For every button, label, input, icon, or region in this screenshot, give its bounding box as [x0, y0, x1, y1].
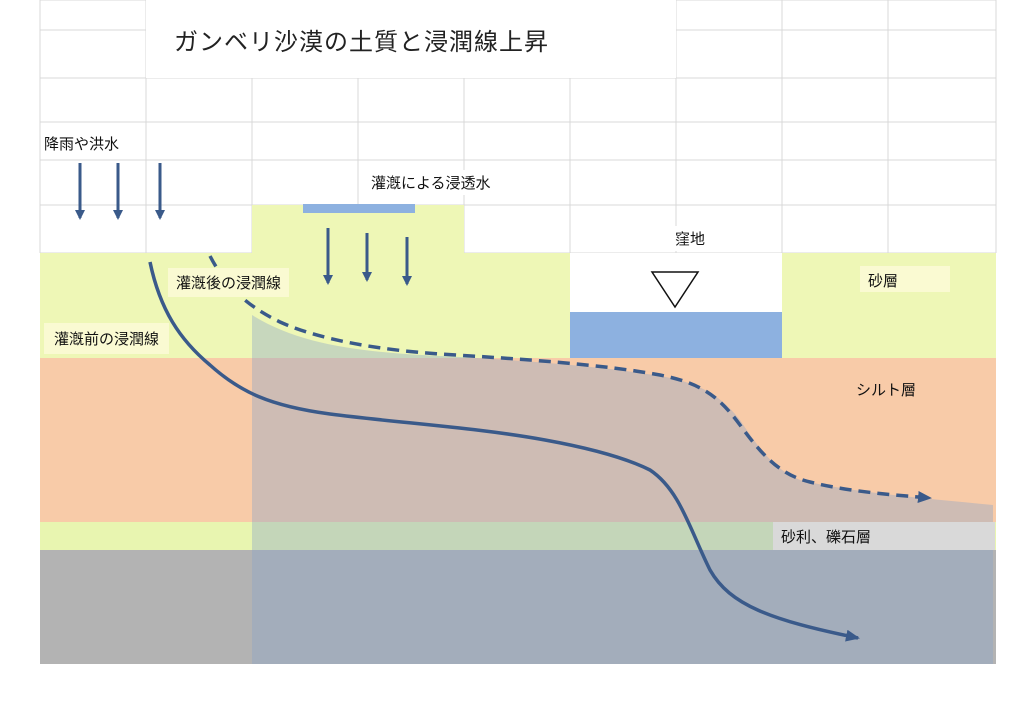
silt-layer-label: シルト層 — [856, 381, 917, 399]
sand-layer-mid — [464, 253, 570, 358]
depression-water — [570, 312, 782, 358]
irrigation-water-bar — [303, 204, 415, 213]
gravel-layer-label: 砂利、礫石層 — [773, 522, 995, 550]
irrigation-seepage-label: 灌漑による浸透水 — [365, 170, 497, 195]
diagram-title: ガンベリ沙漠の土質と浸潤線上昇 — [146, 0, 676, 78]
after-irrigation-line — [208, 255, 932, 503]
sand-layer-label: 砂層 — [860, 266, 950, 292]
water-level-triangle — [650, 271, 700, 309]
rain-label: 降雨や洪水 — [44, 133, 120, 154]
before-irrigation-label: 灌漑前の浸潤線 — [44, 323, 170, 354]
after-irrigation-label: 灌漑後の浸潤線 — [168, 268, 290, 297]
silt-layer — [40, 358, 996, 522]
raised-water-region — [252, 315, 993, 664]
depression-label: 窪地 — [671, 226, 710, 251]
bottom-layer — [40, 550, 996, 664]
before-irrigation-line — [148, 261, 860, 642]
